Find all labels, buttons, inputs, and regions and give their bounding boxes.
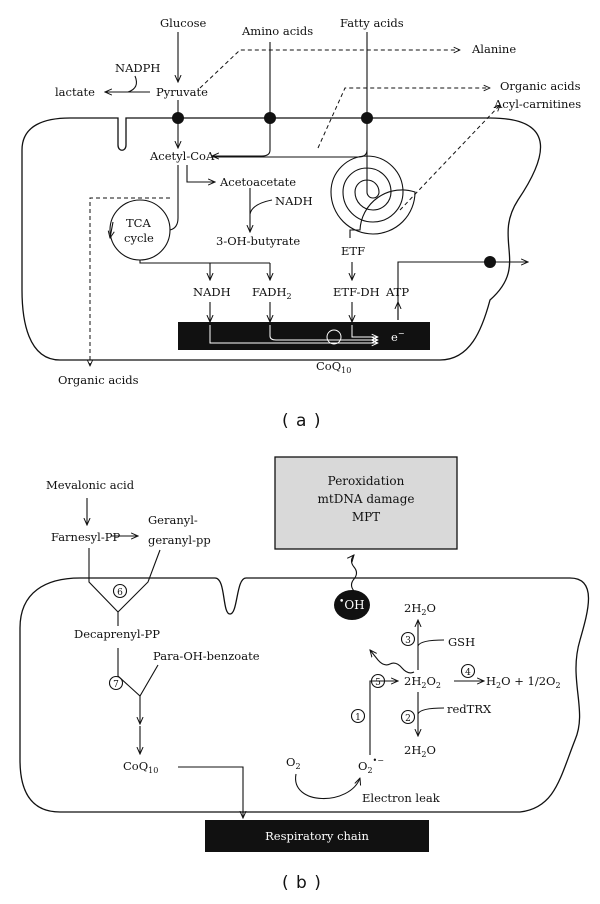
- tca-label-line2: cycle: [124, 231, 154, 245]
- transporter-fatty-acids: [361, 112, 373, 124]
- tca-cycle: [109, 199, 171, 261]
- hydroxyl-radical: [334, 590, 370, 620]
- step-2-badge: [400, 709, 416, 725]
- step-6-badge: [112, 583, 128, 599]
- beta-oxidation-spiral: [330, 150, 416, 238]
- step-2-label: 2: [405, 714, 411, 724]
- fatty-acids-label: Fatty acids: [340, 16, 404, 30]
- nadh-label: NADH: [193, 285, 231, 299]
- coq10-label-b: CoQ10: [123, 759, 158, 775]
- pyruvate-label: Pyruvate: [156, 85, 208, 99]
- decaprenyl-pp-label: Decaprenyl-PP: [74, 627, 160, 641]
- etf-label: ETF: [341, 244, 365, 258]
- redtrx-label: redTRX: [447, 702, 492, 716]
- organic-acids-bottom-label: Organic acids: [58, 373, 139, 387]
- respiratory-chain-a: [178, 322, 430, 350]
- step-3-badge: [400, 631, 416, 647]
- oh-label: •OH: [339, 597, 365, 612]
- amino-acids-label: Amino acids: [241, 24, 313, 38]
- superoxide-label: O2•−: [358, 756, 384, 775]
- fadh2-label: FADH2: [252, 285, 292, 301]
- respiratory-chain-b: [205, 820, 429, 852]
- h2o2-label: 2H2O2: [404, 674, 441, 690]
- step-3-label: 3: [405, 636, 411, 646]
- caption-a: ( a ): [282, 411, 322, 431]
- acetoacetate-label: Acetoacetate: [219, 175, 296, 189]
- transporter-pyruvate: [172, 112, 184, 124]
- glucose-label: Glucose: [160, 16, 207, 30]
- farnesyl-pp-label: Farnesyl-PP: [51, 530, 120, 544]
- tca-label-line1: TCA: [126, 216, 151, 230]
- h2o-top-label: 2H2O: [404, 601, 436, 617]
- panel-b: Mevalonic acid Farnesyl-PP Geranyl- gera…: [19, 456, 590, 893]
- step-1-label: 1: [355, 713, 361, 723]
- h2o-bottom-label: 2H2O: [404, 743, 436, 759]
- step-6-label: 6: [117, 588, 123, 598]
- box-mpt: MPT: [352, 510, 380, 524]
- damage-box: [274, 456, 458, 550]
- box-mtdna: mtDNA damage: [318, 492, 415, 506]
- para-oh-benzoate-label: Para-OH-benzoate: [153, 649, 260, 663]
- box-peroxidation: Peroxidation: [328, 474, 405, 488]
- panel-a: Glucose Amino acids Fatty acids NADPH la…: [21, 16, 581, 431]
- organic-acids-top-label: Organic acids: [500, 79, 581, 93]
- cell-membrane-b: [19, 577, 590, 813]
- alanine-label: Alanine: [471, 42, 516, 56]
- respiratory-chain-label: Respiratory chain: [265, 829, 369, 843]
- step-1-badge: [350, 708, 366, 724]
- step-5-label: 5: [375, 678, 381, 688]
- step-4-label: 4: [465, 668, 471, 678]
- electron-leak-label: Electron leak: [362, 791, 441, 805]
- butyrate-label: 3-OH-butyrate: [216, 234, 300, 248]
- mevalonic-acid-label: Mevalonic acid: [46, 478, 135, 492]
- etf-dh-label: ETF-DH: [333, 285, 380, 299]
- step-7-badge: [108, 675, 124, 691]
- coq10-label-a: CoQ10: [316, 359, 351, 375]
- acyl-carnitines-label: Acyl-carnitines: [493, 97, 581, 111]
- step-4-badge: [460, 663, 476, 679]
- geranyl-label-2: geranyl-pp: [148, 533, 211, 547]
- caption-b: ( b ): [282, 873, 322, 893]
- acetyl-coa-label: Acetyl-CoA: [149, 149, 215, 163]
- electron-label: e−: [391, 329, 405, 344]
- o2-label: O2: [286, 755, 301, 771]
- lactate-label: lactate: [55, 85, 95, 99]
- products-label: H2O + 1/2O2: [486, 674, 561, 690]
- atp-label: ATP: [385, 285, 409, 299]
- step-7-label: 7: [113, 680, 119, 690]
- geranyl-label-1: Geranyl-: [148, 513, 198, 527]
- nadh-ketone-label: NADH: [275, 194, 313, 208]
- cell-membrane-a: [21, 117, 542, 361]
- gsh-label: GSH: [448, 635, 475, 649]
- transporter-atp: [484, 256, 496, 268]
- nadph-label: NADPH: [115, 61, 160, 75]
- transporter-amino-acids: [264, 112, 276, 124]
